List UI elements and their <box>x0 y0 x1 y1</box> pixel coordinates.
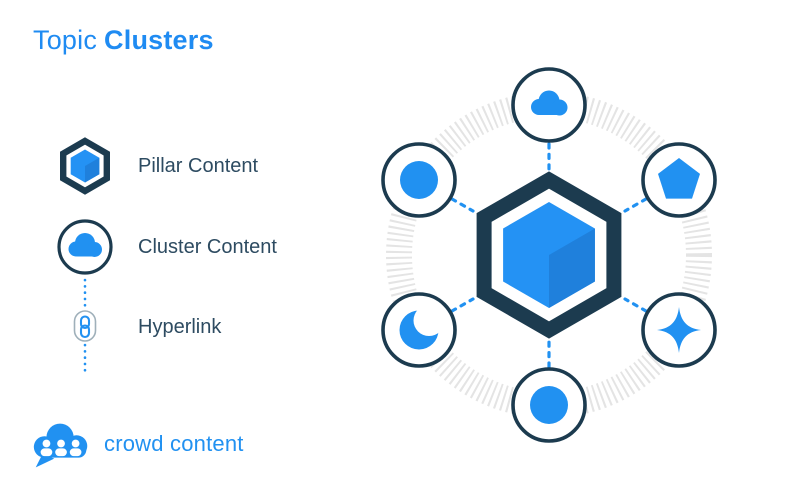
cluster-cloud-icon <box>52 218 118 276</box>
satellite-moon <box>381 292 457 368</box>
crowd-content-cloud-icon <box>33 423 88 468</box>
satellite-cloud <box>511 67 587 143</box>
legend-label-cluster-content: Cluster Content <box>138 235 277 258</box>
hyperlink-line-bottom-right <box>623 297 648 313</box>
legend-item-hyperlink: Hyperlink <box>52 277 221 377</box>
pentagon-icon <box>658 158 700 199</box>
hyperlink-line-top-left <box>450 197 475 213</box>
legend-item-pillar-content: Pillar Content <box>52 134 258 198</box>
cloud-icon <box>531 90 568 116</box>
title-regular: Topic <box>33 25 98 55</box>
hyperlink-chain-icon <box>52 277 118 377</box>
hyperlink-line-top-right <box>623 197 648 213</box>
hyperlink-dashed-lines <box>450 142 648 369</box>
brand-logo: crowd content <box>28 418 244 470</box>
satellite-pentagon <box>641 142 717 218</box>
title-bold: Clusters <box>104 25 214 55</box>
cube-icon <box>503 202 595 308</box>
topic-cluster-diagram <box>381 67 717 443</box>
pillar-content-node <box>476 171 622 339</box>
satellite-dot-bottom <box>511 367 587 443</box>
dot-icon <box>530 386 568 424</box>
four-point-star-icon <box>657 307 701 353</box>
brand-name: crowd content <box>104 431 244 456</box>
legend-label-hyperlink: Hyperlink <box>138 315 222 338</box>
pillar-hexagon-icon <box>52 135 118 197</box>
people-icons <box>40 439 82 457</box>
legend-label-pillar-content: Pillar Content <box>138 154 259 177</box>
legend-item-cluster-content: Cluster Content <box>52 218 277 276</box>
satellite-four-point-star <box>641 292 717 368</box>
dot-icon <box>400 161 438 199</box>
hyperlink-line-bottom-left <box>450 297 475 313</box>
satellite-dot-top-left <box>381 142 457 218</box>
